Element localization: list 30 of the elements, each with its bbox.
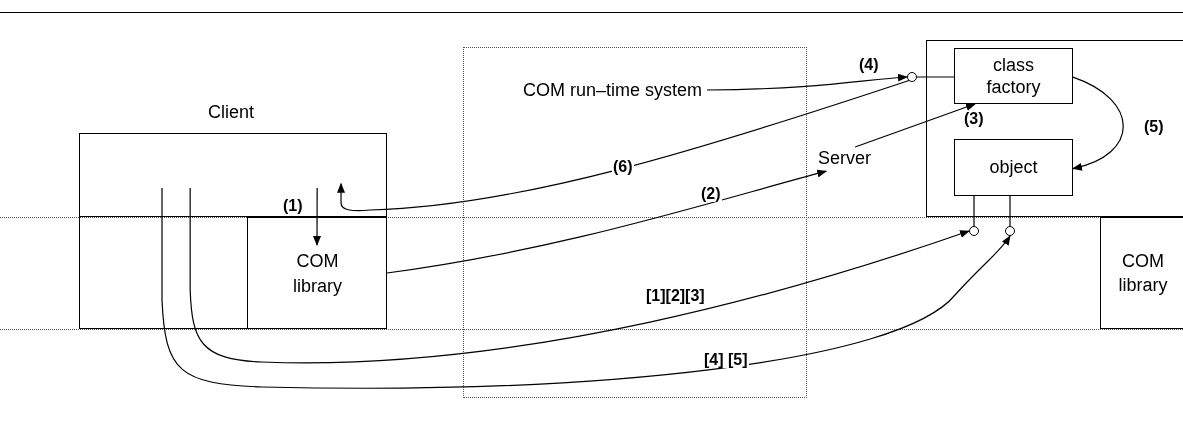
edge-label: (4) xyxy=(858,57,880,73)
connector-line xyxy=(916,76,955,78)
box-heading: Client xyxy=(208,101,255,124)
object-box xyxy=(954,139,1073,196)
server-box xyxy=(926,40,1183,217)
edge-label: (1) xyxy=(282,198,304,214)
arrow xyxy=(313,187,321,246)
arrow xyxy=(386,169,828,274)
arrow xyxy=(854,103,976,148)
arrow xyxy=(706,73,908,91)
system-label: COM run–time system xyxy=(523,79,707,101)
box-label: COM library xyxy=(1117,249,1169,297)
edge-label: [1][2][3] xyxy=(645,288,706,304)
server-label: Server xyxy=(818,147,876,169)
edge-label: [4] [5] xyxy=(703,352,749,368)
arrow xyxy=(1072,76,1124,171)
box-label: class factory xyxy=(985,53,1042,99)
arrow xyxy=(161,187,1011,389)
arrow xyxy=(189,187,970,364)
library-box xyxy=(1100,217,1183,329)
arrow xyxy=(337,79,910,212)
factory-box xyxy=(954,48,1073,104)
box-label: object xyxy=(989,156,1038,179)
connector-line xyxy=(973,195,975,227)
box-label: COM library xyxy=(292,250,343,298)
edge-label: (2) xyxy=(700,186,722,202)
edge-label: (5) xyxy=(1143,119,1165,135)
edge-label: (6) xyxy=(612,159,634,175)
connector-line xyxy=(1009,195,1011,227)
edge-label: (3) xyxy=(963,111,985,127)
